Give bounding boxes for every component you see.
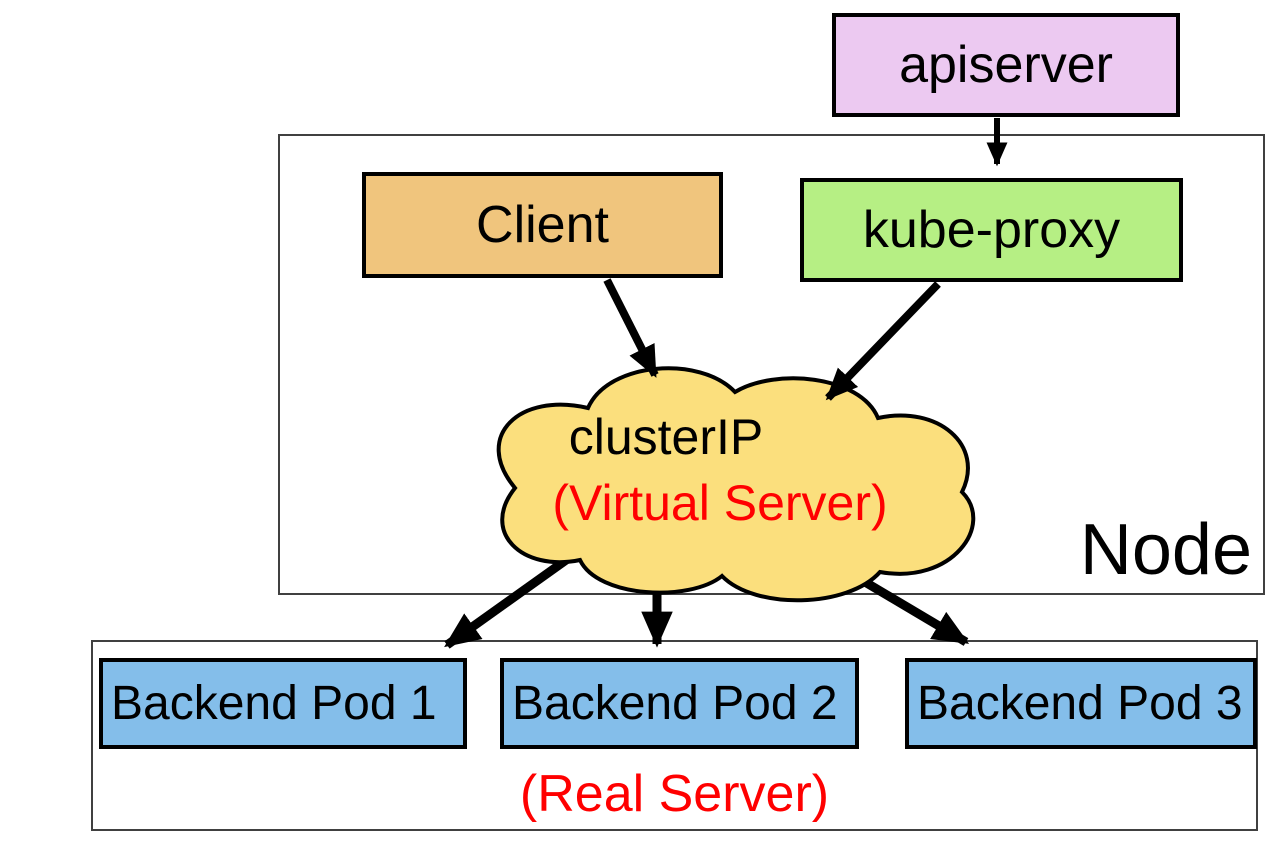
arrow-client-to-cloud (603, 278, 659, 378)
backend-pod-2-box: Backend Pod 2 (500, 658, 859, 749)
kube-proxy-box: kube-proxy (800, 178, 1183, 282)
apiserver-label: apiserver (899, 36, 1113, 94)
backend-pod-2-label: Backend Pod 2 (512, 676, 838, 730)
node-label: Node (1079, 510, 1252, 590)
apiserver-box: apiserver (832, 13, 1180, 117)
client-label: Client (476, 196, 609, 254)
backend-pod-1-box: Backend Pod 1 (99, 658, 467, 749)
virtual-server-subtitle: (Virtual Server) (552, 475, 888, 531)
backend-pod-1-label: Backend Pod 1 (111, 676, 437, 730)
backend-pod-3-label: Backend Pod 3 (917, 676, 1243, 730)
backend-pod-3-box: Backend Pod 3 (905, 658, 1257, 749)
real-server-container (91, 640, 1258, 831)
client-box: Client (362, 172, 723, 278)
clusterip-cloud-shape (496, 366, 976, 603)
arrow-kubeproxy-to-cloud (825, 281, 941, 401)
kube-proxy-label: kube-proxy (862, 201, 1121, 259)
clusterip-title: clusterIP (568, 409, 764, 465)
real-server-label: (Real Server) (519, 765, 830, 823)
